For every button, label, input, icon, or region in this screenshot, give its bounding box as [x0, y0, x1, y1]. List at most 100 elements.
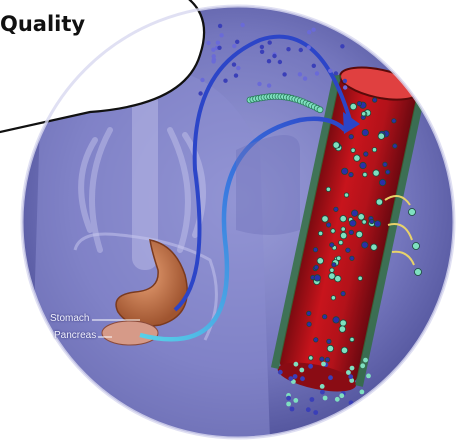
molecule-dot	[349, 417, 354, 422]
molecule-dot	[323, 396, 328, 401]
molecule-dot	[341, 416, 346, 421]
molecule-dot	[326, 223, 330, 227]
molecule-dot	[317, 258, 323, 264]
molecule-dot	[308, 364, 313, 369]
molecule-dot	[321, 362, 326, 367]
molecule-dot	[363, 172, 367, 176]
molecule-dot	[328, 375, 333, 380]
molecule-dot	[413, 243, 420, 250]
molecule-dot	[376, 199, 382, 205]
molecule-dot	[311, 28, 315, 32]
molecule-dot	[198, 91, 202, 95]
molecule-dot	[373, 170, 379, 176]
molecule-dot	[323, 315, 327, 319]
molecule-dot	[293, 398, 298, 403]
molecule-dot	[223, 79, 227, 83]
molecule-dot	[314, 275, 320, 281]
molecule-dot	[337, 256, 341, 260]
molecule-dot	[306, 407, 311, 412]
molecule-dot	[320, 357, 324, 361]
molecule-dot	[354, 155, 360, 161]
molecule-dot	[371, 244, 377, 250]
molecule-dot	[235, 40, 239, 44]
molecule-dot	[350, 103, 356, 109]
molecule-dot	[339, 326, 345, 332]
molecule-dot	[350, 337, 354, 341]
molecule-dot	[260, 50, 264, 54]
molecule-dot	[353, 415, 358, 420]
molecule-dot	[309, 356, 313, 360]
molecule-dot	[340, 320, 346, 326]
molecule-dot	[386, 170, 390, 174]
molecule-dot	[314, 265, 318, 269]
molecule-dot	[278, 370, 283, 375]
molecule-dot	[340, 216, 346, 222]
molecule-dot	[360, 363, 365, 368]
molecule-dot	[334, 207, 338, 211]
molecule-dot	[320, 390, 325, 395]
molecule-dot	[219, 33, 223, 37]
molecule-dot	[307, 311, 311, 315]
molecule-dot	[313, 248, 317, 252]
molecule-dot	[350, 366, 355, 371]
molecule-dot	[299, 368, 304, 373]
molecule-dot	[378, 133, 384, 139]
molecule-dot	[344, 193, 348, 197]
molecule-dot	[339, 240, 343, 244]
molecule-dot	[335, 397, 340, 402]
molecule-dot	[325, 357, 329, 361]
molecule-dot	[383, 162, 387, 166]
molecule-dot	[293, 374, 298, 379]
molecule-dot	[328, 69, 332, 73]
molecule-dot	[236, 66, 240, 70]
molecule-dot	[307, 45, 311, 49]
molecule-dot	[299, 48, 303, 52]
molecule-dot	[339, 393, 344, 398]
molecule-dot	[360, 162, 366, 168]
molecule-dot	[357, 101, 361, 105]
molecule-dot	[334, 71, 338, 75]
molecule-dot	[415, 269, 422, 276]
molecule-dot	[327, 345, 333, 351]
molecule-dot	[298, 72, 302, 76]
molecule-dot	[352, 210, 358, 216]
molecule-dot	[303, 76, 307, 80]
molecule-dot	[340, 232, 346, 238]
molecule-dot	[332, 263, 336, 267]
molecule-dot	[314, 338, 318, 342]
molecule-dot	[343, 85, 347, 89]
molecule-dot	[216, 41, 220, 45]
molecule-dot	[307, 322, 311, 326]
molecule-dot	[212, 57, 216, 61]
molecule-dot	[393, 144, 397, 148]
molecule-dot	[349, 135, 353, 139]
molecule-dot	[362, 129, 368, 135]
molecule-dot	[327, 339, 331, 343]
molecule-dot	[360, 390, 365, 395]
stomach-label: Stomach	[50, 313, 89, 324]
molecule-dot	[288, 376, 293, 381]
molecule-dot	[358, 276, 362, 280]
molecule-dot	[282, 72, 286, 76]
molecule-dot	[340, 44, 344, 48]
molecule-dot	[348, 24, 352, 28]
molecule-dot	[267, 83, 271, 87]
molecule-dot	[346, 248, 350, 252]
molecule-dot	[370, 219, 374, 223]
molecule-dot	[313, 410, 318, 415]
molecule-dot	[342, 168, 348, 174]
molecule-dot	[206, 41, 210, 45]
molecule-dot	[330, 268, 334, 272]
molecule-dot	[268, 40, 272, 44]
molecule-dot	[320, 384, 325, 389]
molecule-dot	[409, 209, 416, 216]
molecule-dot	[300, 376, 305, 381]
molecule-dot	[329, 273, 335, 279]
molecule-dot	[260, 45, 264, 49]
pancreas	[102, 321, 158, 345]
molecule-dot	[330, 243, 334, 247]
molecule-dot	[272, 54, 276, 58]
molecule-dot	[234, 73, 238, 77]
bubble-title: Quality	[0, 12, 85, 36]
molecule-dot	[362, 112, 366, 116]
